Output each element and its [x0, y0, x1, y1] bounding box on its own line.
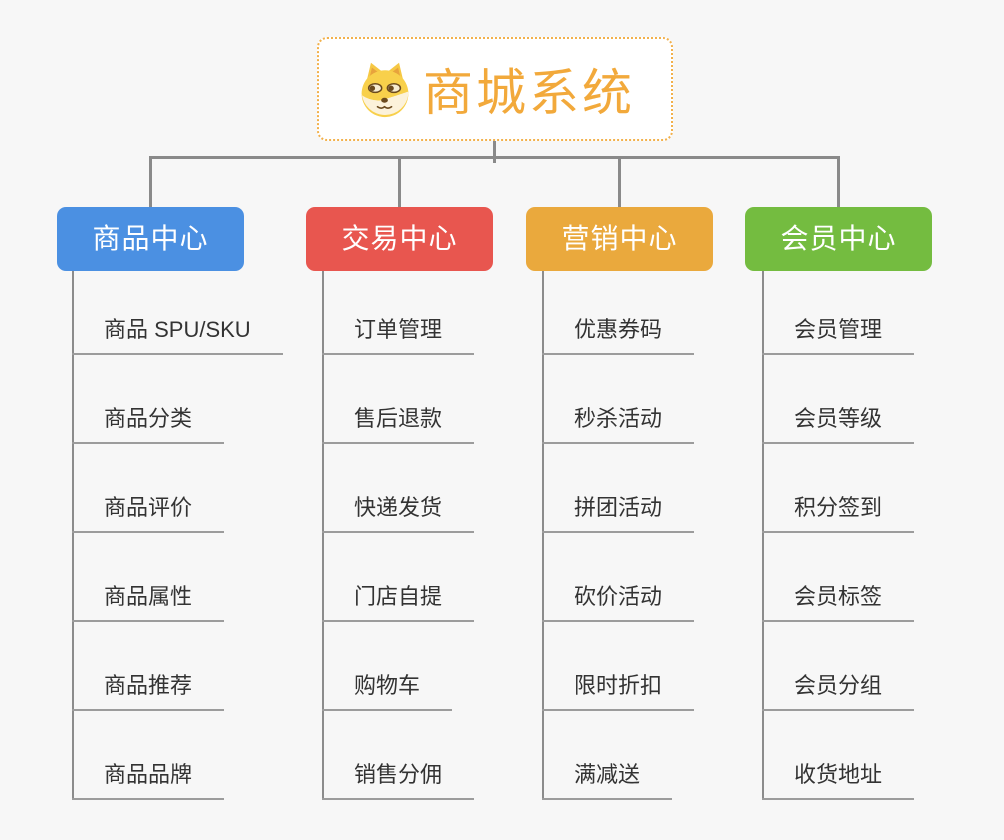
node-item[interactable]: 砍价活动 — [542, 584, 695, 622]
node-item[interactable]: 会员分组 — [762, 673, 915, 711]
node-item[interactable]: 限时折扣 — [542, 673, 695, 711]
node-item[interactable]: 满减送 — [542, 762, 673, 800]
root-node[interactable]: 商城系统 — [317, 37, 673, 141]
branch-header-products[interactable]: 商品中心 — [57, 207, 244, 271]
connector-crossbar — [149, 156, 840, 159]
connector-drop-trade — [398, 156, 401, 207]
branch-column-trade: 订单管理 售后退款 快递发货 门店自提 购物车 销售分佣 — [322, 271, 582, 800]
branch-column-marketing: 优惠券码 秒杀活动 拼团活动 砍价活动 限时折扣 满减送 — [542, 271, 802, 800]
connector-drop-products — [149, 156, 152, 207]
branch-line — [72, 271, 74, 800]
node-item[interactable]: 购物车 — [322, 673, 453, 711]
node-item[interactable]: 秒杀活动 — [542, 406, 695, 444]
node-item[interactable]: 订单管理 — [322, 317, 475, 355]
node-item[interactable]: 商品推荐 — [72, 673, 225, 711]
node-item[interactable]: 商品评价 — [72, 495, 225, 533]
connector-stem — [493, 141, 496, 163]
node-item[interactable]: 售后退款 — [322, 406, 475, 444]
node-item[interactable]: 商品属性 — [72, 584, 225, 622]
node-item[interactable]: 商品 SPU/SKU — [72, 317, 283, 355]
branch-line — [542, 271, 544, 800]
node-item[interactable]: 门店自提 — [322, 584, 475, 622]
branch-column-members: 会员管理 会员等级 积分签到 会员标签 会员分组 收货地址 — [762, 271, 1004, 800]
node-item[interactable]: 会员管理 — [762, 317, 915, 355]
node-item[interactable]: 商品分类 — [72, 406, 225, 444]
node-item[interactable]: 快递发货 — [322, 495, 475, 533]
node-item[interactable]: 销售分佣 — [322, 762, 475, 800]
node-item[interactable]: 积分签到 — [762, 495, 915, 533]
branch-header-members[interactable]: 会员中心 — [745, 207, 932, 271]
node-item[interactable]: 会员等级 — [762, 406, 915, 444]
node-item[interactable]: 优惠券码 — [542, 317, 695, 355]
connector-drop-members — [837, 156, 840, 207]
branch-line — [762, 271, 764, 800]
branch-line — [322, 271, 324, 800]
root-title: 商城系统 — [423, 65, 635, 121]
node-item[interactable]: 商品品牌 — [72, 762, 225, 800]
node-item[interactable]: 会员标签 — [762, 584, 915, 622]
node-item[interactable]: 收货地址 — [762, 762, 915, 800]
branch-header-trade[interactable]: 交易中心 — [306, 207, 493, 271]
connector-drop-marketing — [618, 156, 621, 207]
branch-header-marketing[interactable]: 营销中心 — [526, 207, 713, 271]
doge-icon — [361, 62, 409, 118]
node-item[interactable]: 拼团活动 — [542, 495, 695, 533]
branch-column-products: 商品 SPU/SKU 商品分类 商品评价 商品属性 商品推荐 商品品牌 — [72, 271, 332, 800]
